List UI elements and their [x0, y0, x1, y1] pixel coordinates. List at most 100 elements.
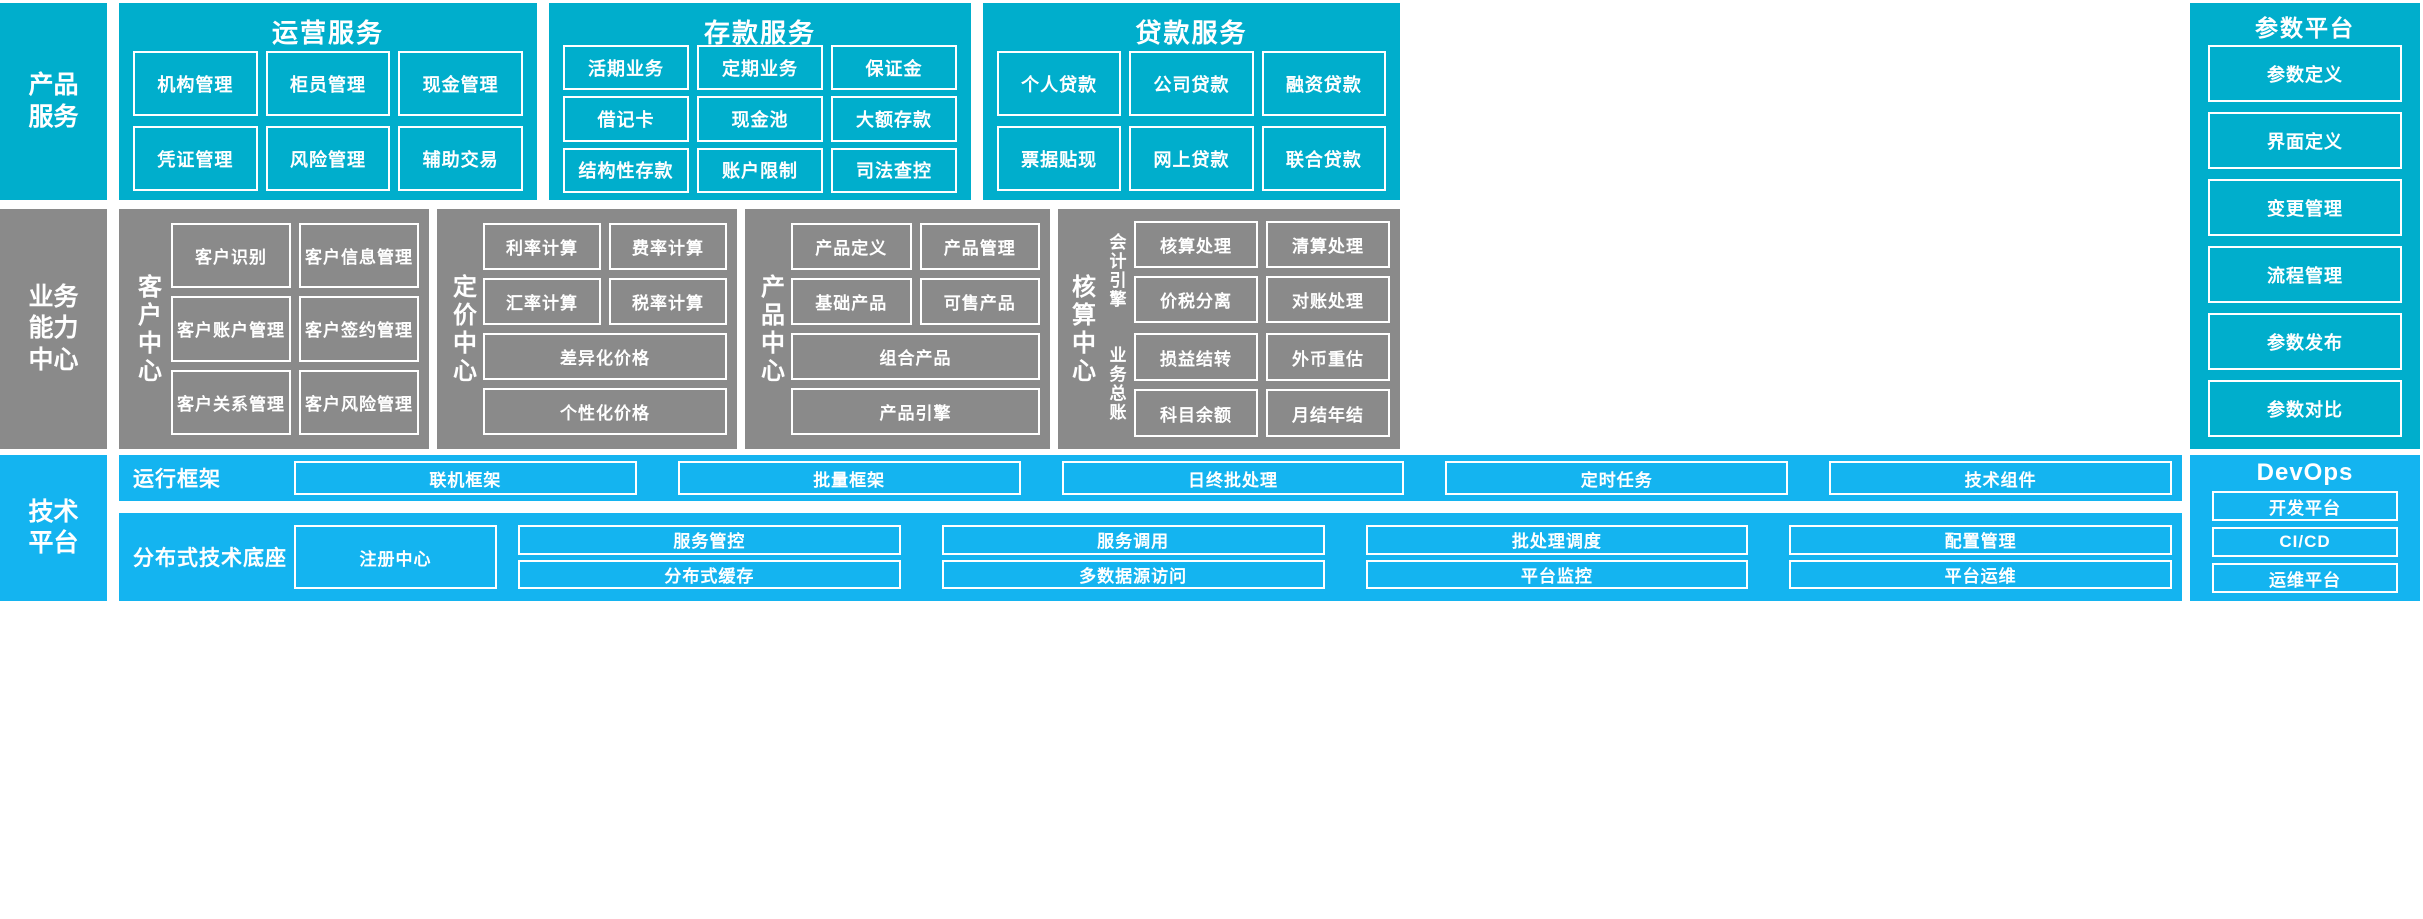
tile-param-5[interactable]: 参数对比: [2208, 380, 2402, 437]
tile-dist-2-0[interactable]: 批处理调度: [1365, 525, 1749, 555]
center-product: 产品中心 产品定义 产品管理 基础产品 可售产品 组合产品 产品引擎: [745, 209, 1050, 449]
rail-line-1: 技术: [28, 497, 79, 526]
group-parameter-platform: 参数平台 参数定义 界面定义 变更管理 流程管理 参数发布 参数对比: [2190, 3, 2420, 449]
tile-dist-1-0[interactable]: 服务调用: [941, 525, 1325, 555]
rail-line-1: 业务: [28, 283, 79, 312]
tile-accounting-engine-0[interactable]: 核算处理: [1134, 221, 1258, 268]
tile-product-wide-0[interactable]: 组合产品: [791, 333, 1040, 380]
group-title-parameter-platform: 参数平台: [2255, 15, 2355, 41]
band-runtime-framework: 运行框架 联机框架 批量框架 日终批处理 定时任务 技术组件: [119, 455, 2182, 501]
tile-deposit-8[interactable]: 司法查控: [831, 147, 957, 193]
tile-operation-3[interactable]: 凭证管理: [133, 126, 258, 191]
tile-devops-1[interactable]: CI/CD: [2212, 527, 2398, 557]
group-title-loan-services: 贷款服务: [1135, 18, 1248, 48]
tile-operation-0[interactable]: 机构管理: [133, 51, 258, 116]
tile-general-ledger-0[interactable]: 损益结转: [1134, 333, 1258, 381]
tile-product-0[interactable]: 产品定义: [791, 223, 912, 270]
tile-operation-5[interactable]: 辅助交易: [398, 126, 523, 191]
tile-customer-0[interactable]: 客户识别: [171, 223, 291, 289]
group-operation-services: 运营服务 机构管理 柜员管理 现金管理 凭证管理 风险管理 辅助交易: [119, 3, 537, 200]
subgroup-label-general-ledger: 业务总账: [1106, 346, 1126, 422]
center-accounting: 核算中心 会计引擎 业务总账 核算处理 清算处理 价税分离 对账处理 损益结转 …: [1058, 209, 1400, 449]
tile-devops-2[interactable]: 运维平台: [2212, 563, 2398, 593]
tile-operation-2[interactable]: 现金管理: [398, 51, 523, 116]
group-deposit-services: 存款服务 活期业务 定期业务 保证金 借记卡 现金池 大额存款 结构性存款 账户…: [549, 3, 971, 200]
tile-devops-0[interactable]: 开发平台: [2212, 491, 2398, 521]
tile-dist-1-1[interactable]: 多数据源访问: [941, 559, 1325, 589]
layer-label-business-capability: 业务 能力 中心: [0, 209, 107, 449]
tile-product-2[interactable]: 基础产品: [791, 278, 912, 325]
tile-param-3[interactable]: 流程管理: [2208, 246, 2402, 303]
tile-customer-4[interactable]: 客户关系管理: [171, 369, 291, 435]
tile-general-ledger-1[interactable]: 外币重估: [1266, 333, 1390, 381]
tile-loan-1[interactable]: 公司贷款: [1129, 51, 1254, 116]
tile-runtime-1[interactable]: 批量框架: [677, 461, 1021, 495]
tile-pricing-wide-0[interactable]: 差异化价格: [483, 333, 727, 380]
tile-dist-0-1[interactable]: 分布式缓存: [518, 559, 901, 589]
tile-pricing-0[interactable]: 利率计算: [483, 223, 601, 270]
tile-loan-5[interactable]: 联合贷款: [1261, 126, 1386, 191]
rail-line-1: 产品: [28, 71, 79, 100]
tile-customer-5[interactable]: 客户风险管理: [299, 369, 419, 435]
tile-deposit-0[interactable]: 活期业务: [563, 45, 689, 91]
tile-deposit-5[interactable]: 大额存款: [831, 96, 957, 142]
layer-label-product-services: 产品 服务: [0, 3, 107, 200]
tile-deposit-3[interactable]: 借记卡: [563, 96, 689, 142]
tile-product-3[interactable]: 可售产品: [919, 278, 1040, 325]
tile-runtime-2[interactable]: 日终批处理: [1061, 461, 1405, 495]
tile-pricing-3[interactable]: 税率计算: [609, 278, 727, 325]
tile-deposit-6[interactable]: 结构性存款: [563, 147, 689, 193]
band-label-distributed-base: 分布式技术底座: [133, 547, 287, 570]
rail-line-2: 服务: [28, 102, 79, 131]
group-loan-services: 贷款服务 个人贷款 公司贷款 融资贷款 票据贴现 网上贷款 联合贷款: [983, 3, 1400, 200]
center-label-customer: 客户中心: [133, 273, 161, 386]
layer-label-technical-platform: 技术 平台: [0, 455, 107, 601]
layer-product-services: 产品 服务 运营服务 机构管理 柜员管理 现金管理 凭证管理 风险管理 辅助交易…: [0, 0, 2423, 203]
tile-pricing-1[interactable]: 费率计算: [609, 223, 727, 270]
tile-pricing-wide-1[interactable]: 个性化价格: [483, 388, 727, 435]
tile-operation-4[interactable]: 风险管理: [265, 126, 391, 191]
tile-deposit-1[interactable]: 定期业务: [697, 45, 823, 91]
tile-registry-center[interactable]: 注册中心: [294, 525, 497, 589]
subgroup-label-accounting-engine: 会计引擎: [1106, 233, 1126, 309]
tile-deposit-7[interactable]: 账户限制: [697, 147, 823, 193]
rail-line-2: 能力: [28, 314, 79, 343]
tile-deposit-4[interactable]: 现金池: [697, 96, 823, 142]
tile-dist-3-1[interactable]: 平台运维: [1789, 559, 2172, 589]
tile-customer-3[interactable]: 客户签约管理: [299, 296, 419, 362]
tile-loan-2[interactable]: 融资贷款: [1261, 51, 1386, 116]
tile-general-ledger-2[interactable]: 科目余额: [1134, 389, 1258, 437]
tile-accounting-engine-3[interactable]: 对账处理: [1266, 276, 1390, 323]
tile-param-0[interactable]: 参数定义: [2208, 45, 2402, 102]
tile-accounting-engine-2[interactable]: 价税分离: [1134, 276, 1258, 323]
tile-loan-4[interactable]: 网上贷款: [1129, 126, 1254, 191]
tile-runtime-0[interactable]: 联机框架: [294, 461, 637, 495]
group-title-operation-services: 运营服务: [271, 18, 384, 48]
tile-dist-2-1[interactable]: 平台监控: [1365, 559, 1749, 589]
group-devops: DevOps 开发平台 CI/CD 运维平台: [2190, 455, 2420, 601]
tile-operation-1[interactable]: 柜员管理: [265, 51, 391, 116]
tile-product-1[interactable]: 产品管理: [919, 223, 1040, 270]
tile-accounting-engine-1[interactable]: 清算处理: [1266, 221, 1390, 268]
tile-param-1[interactable]: 界面定义: [2208, 112, 2402, 169]
tile-dist-0-0[interactable]: 服务管控: [518, 525, 901, 555]
tile-pricing-2[interactable]: 汇率计算: [483, 278, 601, 325]
tile-param-4[interactable]: 参数发布: [2208, 313, 2402, 370]
tile-deposit-2[interactable]: 保证金: [831, 45, 957, 91]
tile-loan-3[interactable]: 票据贴现: [997, 126, 1122, 191]
layer-technical-platform: 技术 平台 运行框架 联机框架 批量框架 日终批处理 定时任务 技术组件 分布式…: [0, 455, 2423, 601]
tile-customer-2[interactable]: 客户账户管理: [171, 296, 291, 362]
tile-runtime-4[interactable]: 技术组件: [1829, 461, 2172, 495]
tile-product-wide-1[interactable]: 产品引擎: [791, 388, 1040, 435]
rail-line-2: 平台: [28, 529, 79, 557]
band-label-runtime-framework: 运行框架: [133, 468, 221, 491]
tile-dist-3-0[interactable]: 配置管理: [1789, 525, 2172, 555]
tile-runtime-3[interactable]: 定时任务: [1445, 461, 1789, 495]
layer-business-capability: 业务 能力 中心 客户中心 客户识别 客户信息管理 客户账户管理 客户签约管理 …: [0, 209, 2423, 449]
tile-customer-1[interactable]: 客户信息管理: [299, 223, 419, 289]
tile-general-ledger-3[interactable]: 月结年结: [1266, 389, 1390, 437]
tile-loan-0[interactable]: 个人贷款: [997, 51, 1122, 116]
center-label-product: 产品中心: [756, 273, 784, 386]
tile-param-2[interactable]: 变更管理: [2208, 179, 2402, 236]
